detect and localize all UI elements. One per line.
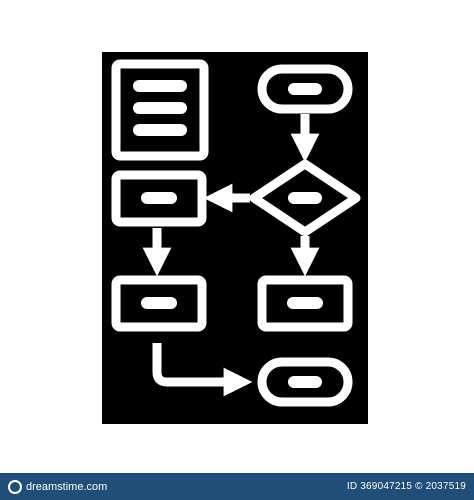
brand-logo[interactable]: dreamstime.com: [8, 479, 108, 494]
start-terminator: [257, 64, 353, 114]
process-box-left-bottom: [111, 275, 207, 332]
end-terminator: [257, 357, 353, 407]
list-box: [111, 59, 209, 161]
flowchart-glyph-icon: [102, 52, 368, 424]
process-box-right: [257, 275, 353, 332]
decision-diamond: [249, 159, 361, 237]
arrow-elbow: [152, 343, 253, 397]
brand-name: dreamstime.com: [26, 480, 108, 493]
process-box-left-top: [111, 170, 207, 227]
stock-footer-bar: dreamstime.com ID 369047215 © 2037519: [0, 473, 474, 500]
brand-mark-icon: [8, 479, 22, 494]
image-id-text: ID 369047215 © 2037519: [346, 481, 466, 492]
